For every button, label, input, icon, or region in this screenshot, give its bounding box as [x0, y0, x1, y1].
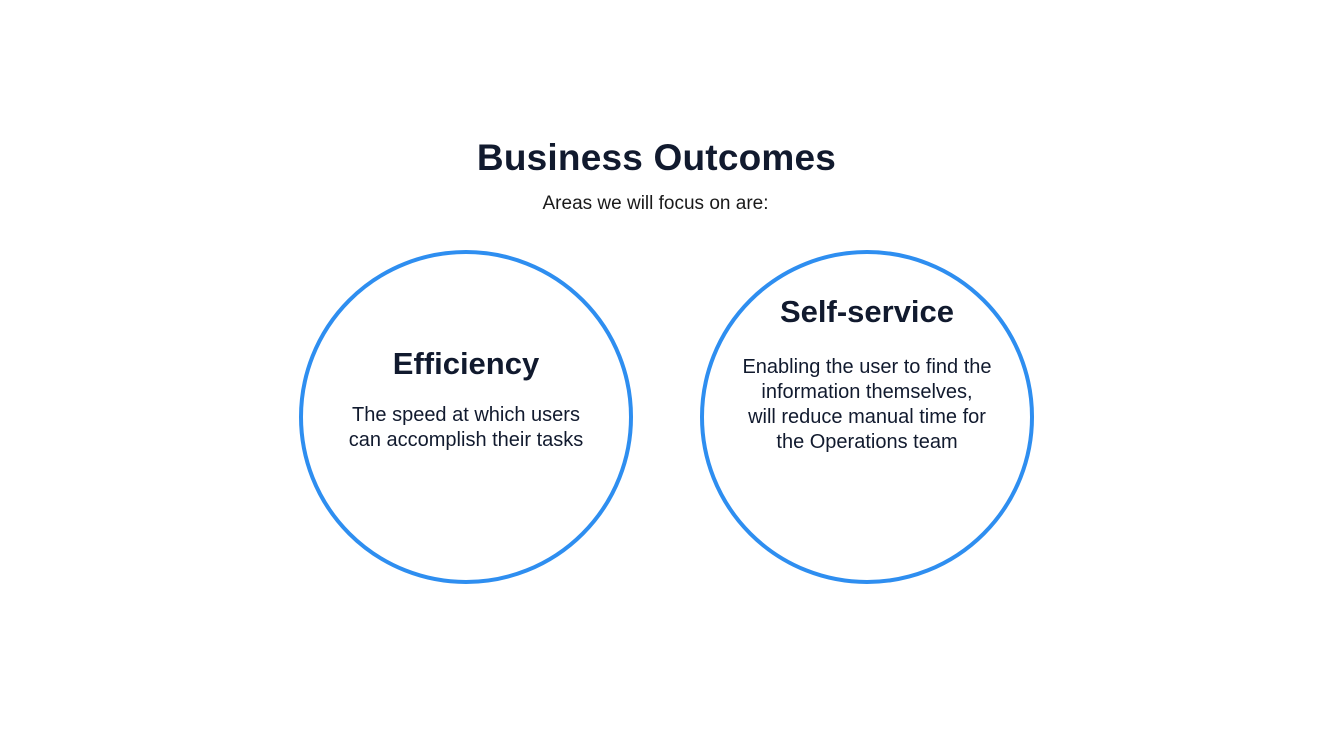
outcome-description-line: will reduce manual time for	[748, 405, 986, 428]
outcome-description-line: Enabling the user to find the	[742, 355, 992, 378]
outcome-circle-efficiency: Efficiency The speed at which users can …	[299, 250, 633, 584]
outcome-description-line: information themselves,	[761, 380, 973, 403]
outcome-description: The speed at which users can accomplish …	[331, 403, 601, 453]
outcome-description-line: the Operations team	[776, 430, 958, 453]
outcome-description-line: The speed at which users	[352, 403, 580, 426]
outcome-circle-self-service: Self-service Enabling the user to find t…	[700, 250, 1034, 584]
page-subtitle: Areas we will focus on are:	[542, 193, 769, 214]
page-title: Business Outcomes	[476, 137, 837, 178]
outcome-description: Enabling the user to find the informatio…	[732, 355, 1002, 455]
outcome-description-line: can accomplish their tasks	[348, 428, 584, 451]
outcome-title: Efficiency	[392, 345, 540, 381]
outcome-title: Self-service	[779, 293, 955, 329]
